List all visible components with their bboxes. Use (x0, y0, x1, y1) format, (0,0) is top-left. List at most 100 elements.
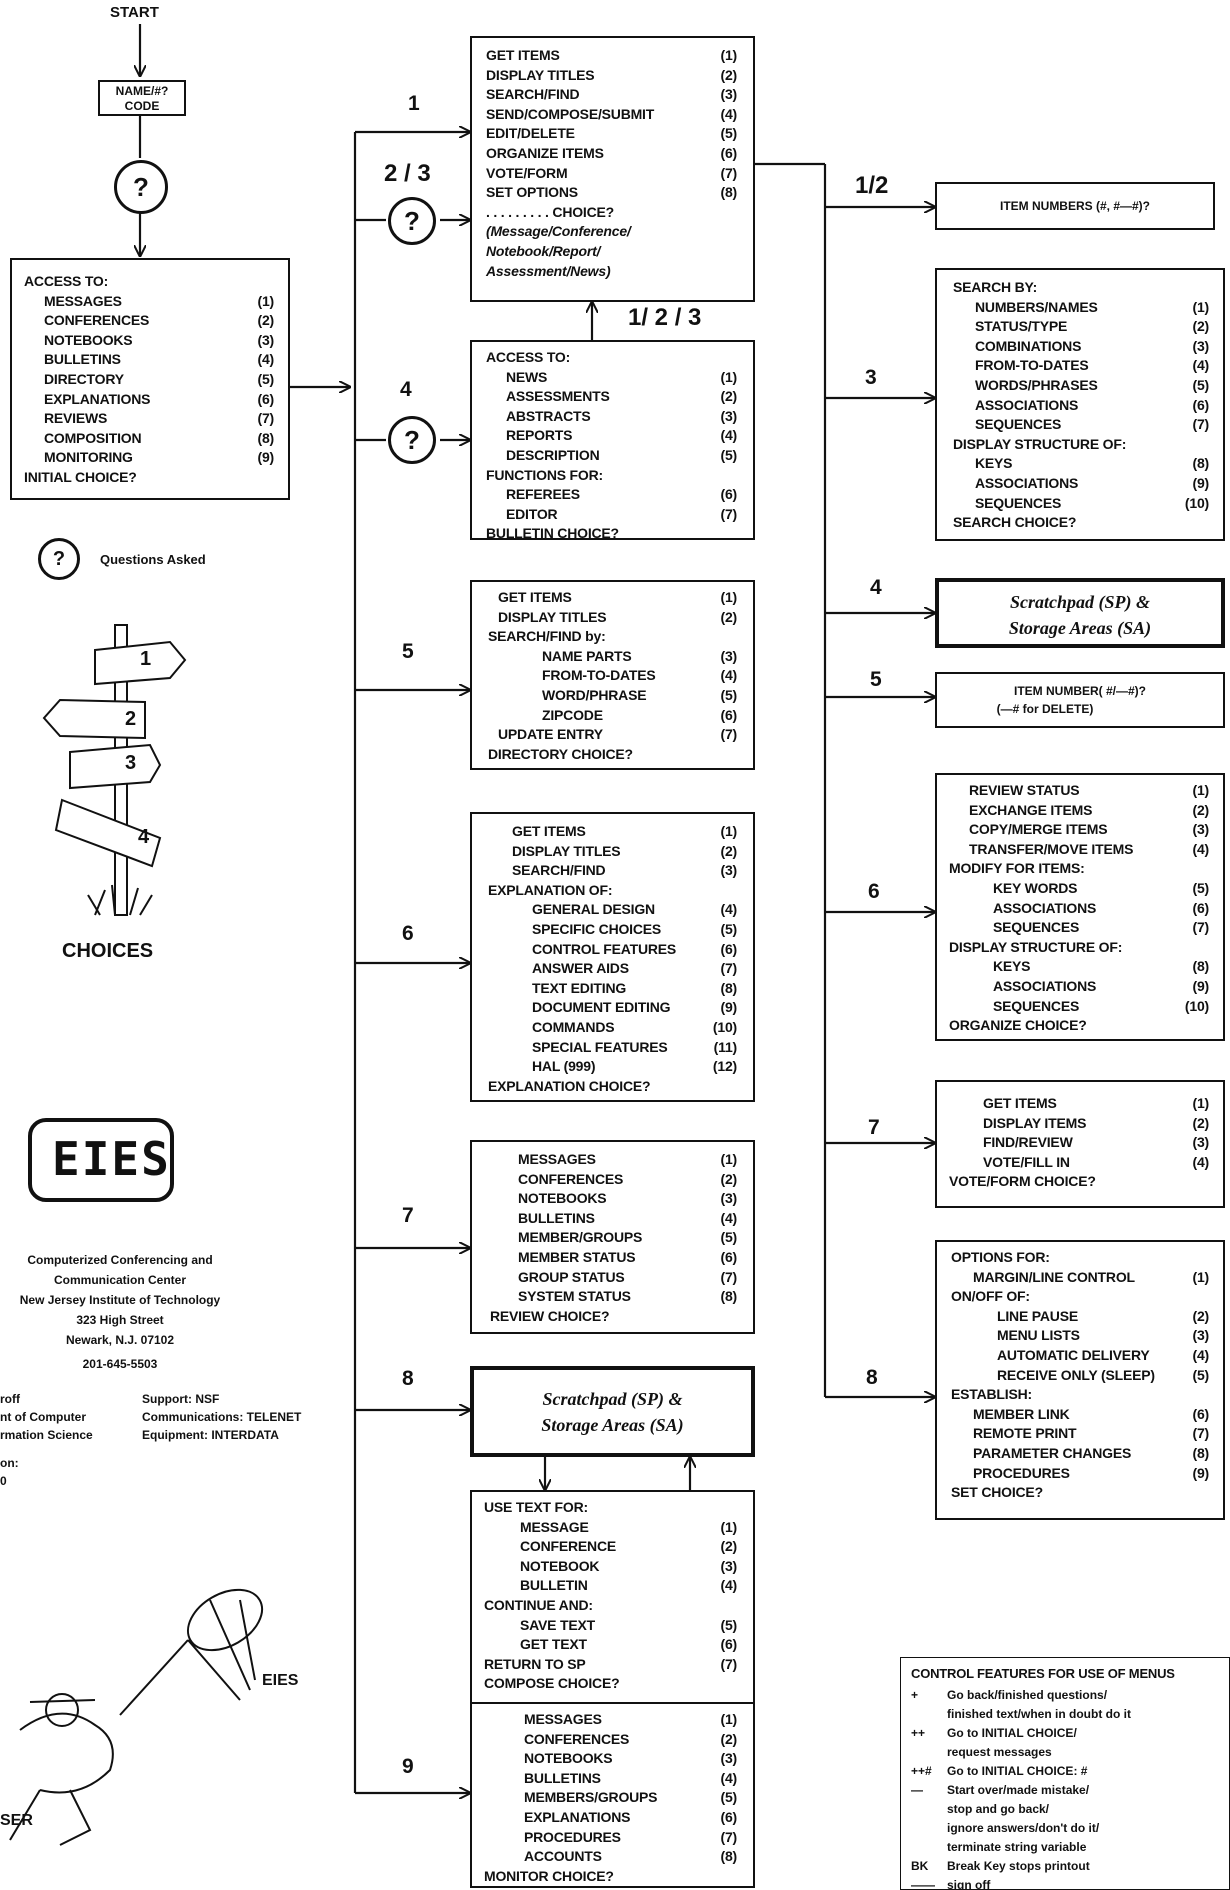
control-description: Go back/finished questions/ (947, 1687, 1108, 1702)
menu-item: NEWS(1) (506, 368, 737, 388)
review-menu-list: MESSAGES(1)CONFERENCES(2)NOTEBOOKS(3)BUL… (490, 1150, 737, 1307)
item-number: (3) (720, 1557, 737, 1574)
item-label: GET ITEMS (498, 589, 572, 605)
menu-item: COMBINATIONS(3) (975, 337, 1209, 357)
item-number: (5) (720, 686, 737, 703)
menu-item: NOTEBOOKS(3) (44, 331, 274, 351)
item-label: SET OPTIONS (486, 184, 578, 201)
credit-line: Equipment: INTERDATA (142, 1428, 279, 1442)
control-key: ++# (911, 1763, 932, 1778)
item-label: ZIPCODE (542, 706, 603, 723)
menu-item: GET TEXT(6) (520, 1635, 737, 1655)
signpost-illustration (42, 624, 187, 916)
bulletin-menu-list: NEWS(1)ASSESSMENTS(2)ABSTRACTS(3)REPORTS… (486, 368, 737, 466)
item-number: (4) (720, 1209, 737, 1226)
item-number: (3) (720, 1750, 737, 1767)
item-number: (10) (1184, 494, 1209, 511)
item-number: (3) (1192, 1134, 1209, 1151)
item-label: BULLETINS (44, 351, 121, 368)
directory-menu-list: GET ITEMS(1)DISPLAY TITLES(2) (488, 588, 737, 627)
menu-item: KEYS(8) (975, 454, 1209, 474)
item-label: ASSESSMENTS (506, 388, 610, 405)
control-description: Go to INITIAL CHOICE/ (947, 1725, 1077, 1740)
item-label: MONITORING (44, 449, 133, 466)
item-label: REMOTE PRINT (973, 1425, 1077, 1442)
menu-item: DOCUMENT EDITING(9) (532, 998, 737, 1018)
item-number: (9) (1192, 977, 1209, 994)
item-label: ASSOCIATIONS (993, 977, 1097, 994)
item-number: (6) (257, 390, 274, 407)
item-label: BULLETIN (520, 1577, 588, 1594)
explanation-topics-list: GENERAL DESIGN(4)SPECIFIC CHOICES(5)CONT… (488, 900, 737, 1076)
item-number: (1) (720, 1711, 737, 1727)
menu-item: GET ITEMS(1) (498, 588, 737, 608)
menu-item: VOTE/FORM(7) (486, 164, 737, 184)
control-description: ignore answers/don't do it/ (947, 1820, 1100, 1835)
explanation-menu-list: GET ITEMS(1)DISPLAY TITLES(2)SEARCH/FIND… (488, 822, 737, 881)
menu-item: FROM-TO-DATES(4) (975, 356, 1209, 376)
item-number: (6) (1192, 1405, 1209, 1422)
compose-heading: USE TEXT FOR: (484, 1499, 588, 1515)
directory-menu-box: GET ITEMS(1)DISPLAY TITLES(2) SEARCH/FIN… (470, 580, 755, 770)
info-line: Computerized Conferencing and (27, 1253, 213, 1267)
name-code-line2: CODE (124, 99, 160, 113)
menu-item: ASSOCIATIONS(6) (975, 396, 1209, 416)
main-menu-sub: Notebook/Report/ (486, 242, 601, 259)
choices-label: CHOICES (62, 940, 154, 962)
item-label: MEMBERS/GROUPS (524, 1789, 658, 1806)
sign-number-2: 2 (125, 708, 137, 730)
menu-item: PROCEDURES(9) (973, 1464, 1209, 1484)
item-number-prompt: ITEM NUMBER( #/—#)? (1014, 684, 1146, 698)
item-number: (6) (720, 940, 737, 957)
menu-item: FIND/REVIEW(3) (983, 1133, 1209, 1153)
item-label: GENERAL DESIGN (532, 901, 655, 918)
item-number: (5) (720, 446, 737, 463)
item-number: (7) (1192, 919, 1209, 936)
item-number: (4) (720, 427, 737, 444)
item-numbers-prompt: ITEM NUMBERS (#, #—#)? (999, 199, 1150, 213)
menu-item: ANSWER AIDS(7) (532, 959, 737, 979)
menu-item: HAL (999)(12) (532, 1057, 737, 1077)
sign-number-3: 3 (125, 752, 137, 774)
item-number: (7) (720, 726, 737, 743)
initial-menu-footer: INITIAL CHOICE? (24, 468, 137, 485)
item-number: (2) (257, 312, 274, 329)
item-number: (9) (720, 999, 737, 1016)
item-number: (4) (257, 351, 274, 368)
item-number: (8) (1192, 958, 1209, 975)
control-feature-row: ignore answers/don't do it/ (911, 1821, 1221, 1840)
item-number: (4) (720, 1577, 737, 1594)
item-label: NOTEBOOKS (518, 1190, 607, 1207)
item-number: (1) (1192, 298, 1209, 315)
menu-item: TRANSFER/MOVE ITEMS(4) (969, 840, 1209, 860)
item-number: (9) (257, 449, 274, 466)
item-label: AUTOMATIC DELIVERY (997, 1346, 1150, 1363)
main-menu-sub: Assessment/News) (486, 262, 611, 279)
item-number: (3) (720, 647, 737, 664)
menu-item: CONTROL FEATURES(6) (532, 940, 737, 960)
item-label: HAL (999) (532, 1058, 596, 1075)
control-description: finished text/when in doubt do it (947, 1706, 1131, 1721)
vote-menu-footer: VOTE/FORM CHOICE? (949, 1173, 1096, 1190)
item-number: (8) (1192, 1444, 1209, 1461)
credit-line: nt of Computer (0, 1410, 86, 1424)
question-icon: ? (388, 416, 436, 464)
menu-item: DESCRIPTION(5) (506, 446, 737, 466)
item-label: CONFERENCES (524, 1730, 630, 1747)
menu-item: FROM-TO-DATES(4) (542, 666, 737, 686)
item-label: NOTEBOOKS (524, 1750, 613, 1767)
item-number: (7) (720, 960, 737, 977)
menu-item: REMOTE PRINT(7) (973, 1424, 1209, 1444)
menu-item: ASSOCIATIONS (9) (993, 977, 1209, 997)
item-number: (4) (1192, 840, 1209, 857)
item-label: EXPLANATIONS (44, 390, 151, 407)
item-number: (2) (720, 1730, 737, 1747)
explanation-menu-box: GET ITEMS(1)DISPLAY TITLES(2)SEARCH/FIND… (470, 812, 755, 1102)
search-display-list: KEYS(8)ASSOCIATIONS(9)SEQUENCES(10) (953, 454, 1209, 513)
item-number: (4) (720, 667, 737, 684)
branch-label-2-3: 2 / 3 (384, 160, 431, 187)
credit-line: rmation Science (0, 1428, 93, 1442)
butterfly-net-cartoon (9, 1588, 263, 1846)
bulletin-menu-title: ACCESS TO: (486, 349, 571, 365)
menu-item: REPORTS(4) (506, 426, 737, 446)
